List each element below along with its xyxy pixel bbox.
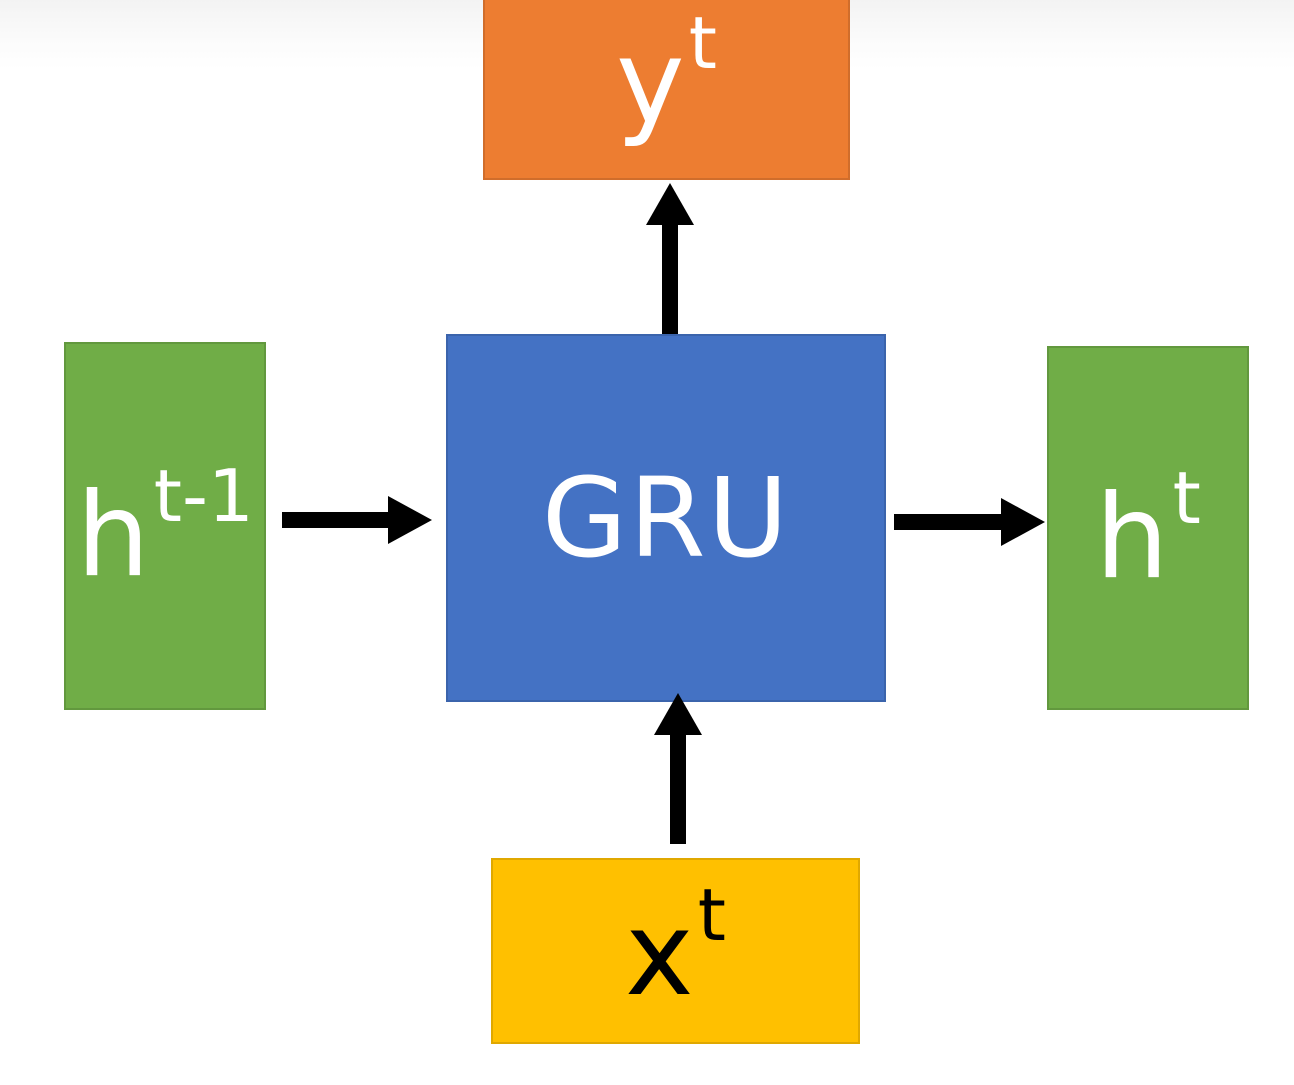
arrow-gru-to-output (646, 183, 694, 334)
hidden-prev-label: h t-1 (76, 460, 254, 603)
output-label-superscript: t (688, 1, 717, 85)
hidden-next-label-base: h (1095, 470, 1169, 605)
gru-label: GRU (541, 454, 791, 582)
arrow-hidden-prev-to-gru (282, 496, 432, 544)
arrow-input-to-gru (654, 693, 702, 844)
hidden-next-node: h t (1047, 346, 1249, 710)
hidden-prev-label-superscript: t-1 (153, 454, 254, 538)
output-node: y t (483, 0, 850, 180)
input-label-superscript: t (697, 873, 726, 957)
hidden-next-label: h t (1095, 462, 1201, 605)
output-label: y t (616, 7, 717, 150)
arrow-gru-to-hidden-next (894, 498, 1045, 546)
hidden-prev-label-base: h (76, 468, 150, 603)
hidden-prev-node: h t-1 (64, 342, 266, 710)
input-label: x t (625, 879, 726, 1022)
input-node: x t (491, 858, 860, 1044)
hidden-next-label-superscript: t (1172, 456, 1201, 540)
input-label-base: x (625, 887, 694, 1022)
output-label-base: y (616, 15, 685, 150)
gru-node: GRU (446, 334, 886, 702)
